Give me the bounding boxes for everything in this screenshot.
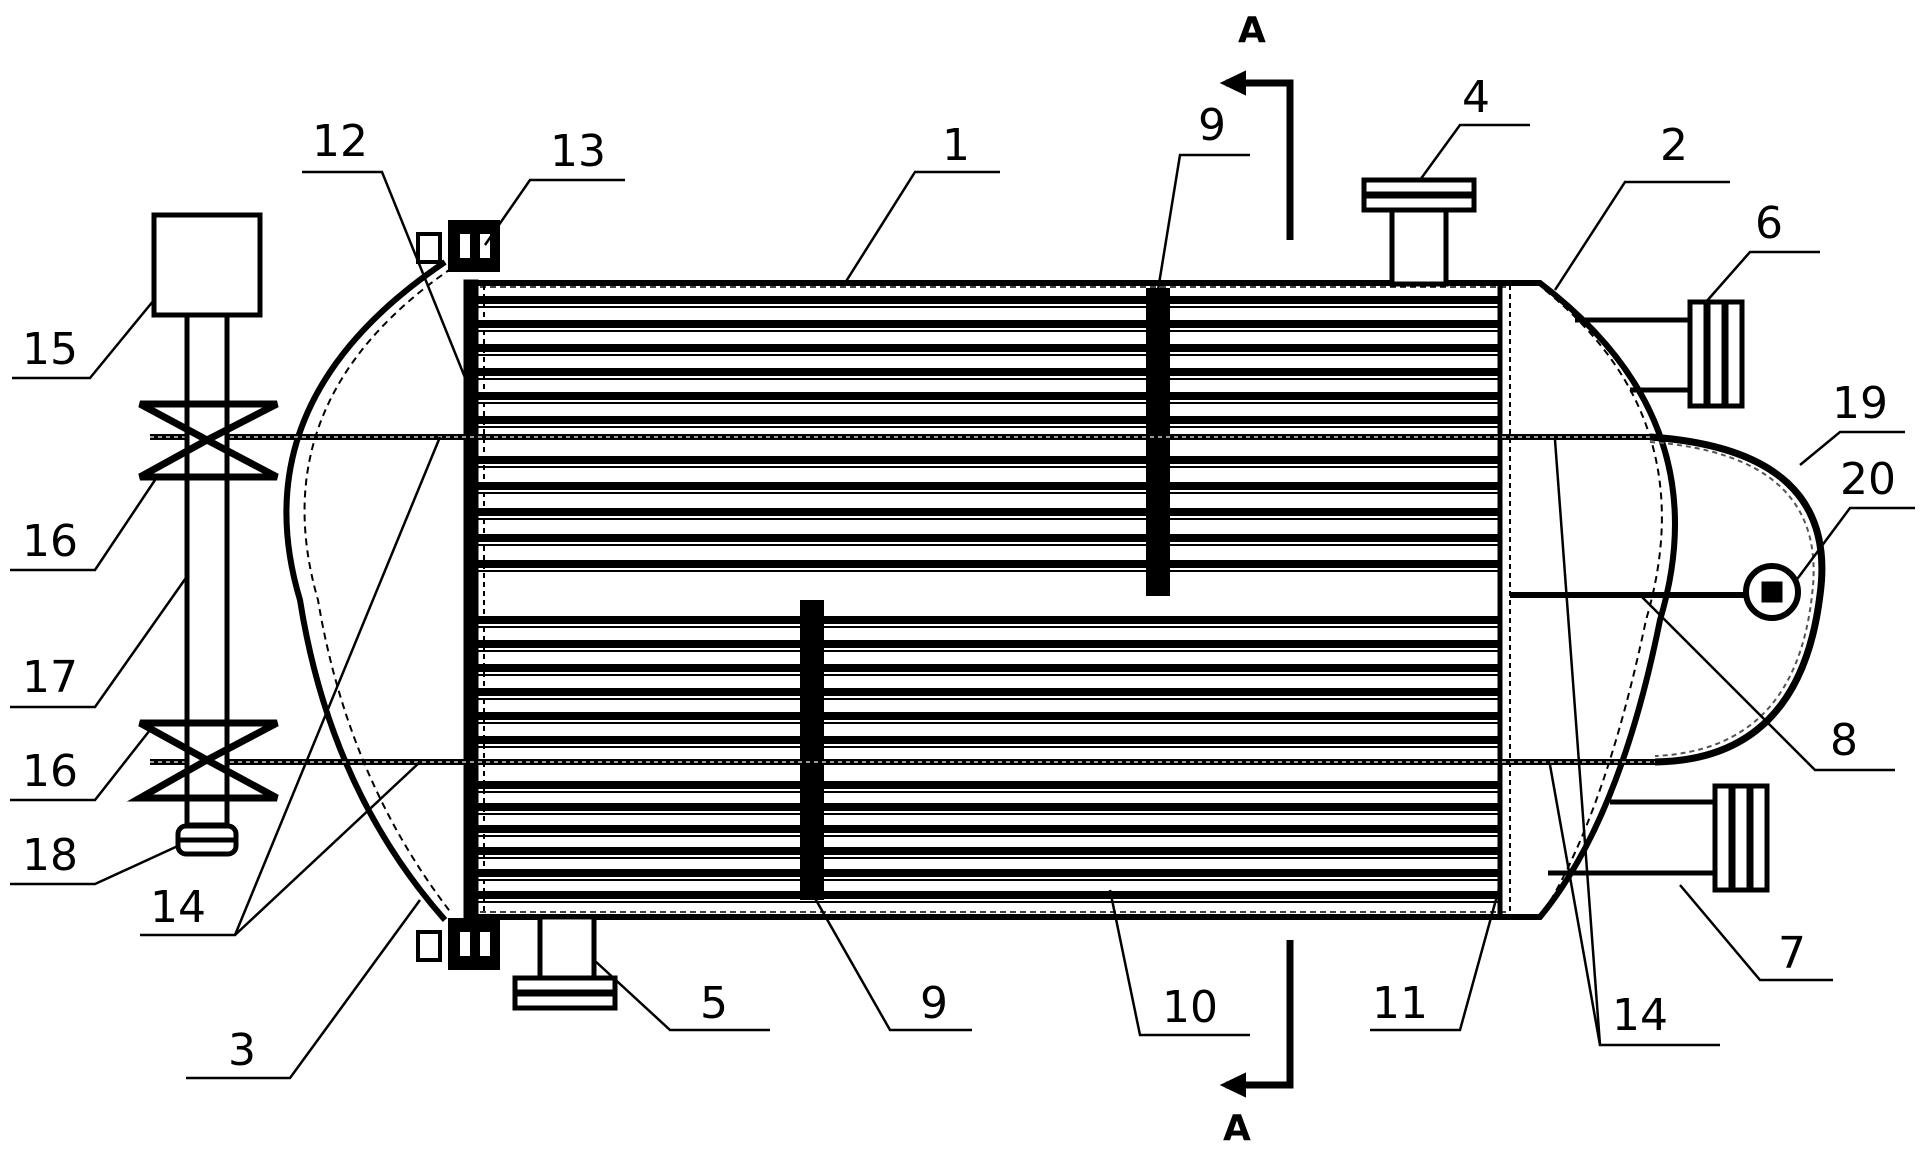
tube <box>478 560 1500 568</box>
label-1: 1 <box>942 120 970 171</box>
tube <box>478 736 1500 744</box>
tube <box>478 534 1500 542</box>
tube <box>478 688 1500 696</box>
tube <box>478 712 1500 720</box>
shaft-end <box>175 823 239 857</box>
label-18: 18 <box>22 830 78 881</box>
tube-bundle <box>478 296 1500 903</box>
label-7: 7 <box>1778 928 1806 979</box>
tube <box>478 664 1500 672</box>
label-5: 5 <box>700 978 728 1029</box>
tube <box>478 296 1500 304</box>
tube <box>478 368 1500 376</box>
u-bend <box>1649 433 1826 766</box>
rods <box>150 434 1785 765</box>
bearing-lower <box>126 719 279 802</box>
label-10: 10 <box>1162 982 1218 1033</box>
tube <box>478 344 1500 352</box>
label-2: 2 <box>1660 120 1688 171</box>
tube <box>478 392 1500 400</box>
label-11: 11 <box>1372 978 1428 1029</box>
label-9-top: 9 <box>1198 100 1226 151</box>
leader-lines <box>10 123 1915 1080</box>
tube <box>478 482 1500 490</box>
tube <box>478 847 1500 855</box>
lower-right-nozzle <box>1548 783 1770 893</box>
tube <box>478 869 1500 877</box>
tube <box>478 803 1500 811</box>
label-6: 6 <box>1755 198 1783 249</box>
tube <box>478 825 1500 833</box>
baffle-bottom <box>800 600 824 900</box>
top-nozzle <box>1361 177 1477 287</box>
shell-body <box>470 280 1510 920</box>
section-mark-bottom: A <box>1223 1108 1251 1149</box>
tube <box>478 891 1500 899</box>
label-14-left: 14 <box>150 882 206 933</box>
label-19: 19 <box>1832 378 1888 429</box>
tube <box>478 508 1500 516</box>
label-13: 13 <box>550 126 606 177</box>
label-12: 12 <box>312 116 368 167</box>
tube <box>478 320 1500 328</box>
motor <box>151 212 263 318</box>
label-16-lower: 16 <box>22 746 78 797</box>
pivot <box>1743 563 1801 621</box>
bottom-nozzle <box>512 914 618 1011</box>
tube <box>478 456 1500 464</box>
label-9-bottom: 9 <box>920 978 948 1029</box>
right-head <box>1510 280 1678 920</box>
right-tubesheet <box>1497 283 1511 917</box>
label-3: 3 <box>228 1025 256 1076</box>
upper-right-nozzle <box>1575 299 1745 409</box>
flange-bolt-bottom <box>416 918 500 970</box>
tube <box>478 640 1500 648</box>
label-14-right: 14 <box>1612 990 1668 1041</box>
baffle-top <box>1146 288 1170 596</box>
tube <box>478 416 1500 424</box>
section-line-bottom <box>1219 940 1294 1098</box>
left-head <box>283 259 453 922</box>
section-line-top <box>1219 70 1294 240</box>
label-4: 4 <box>1462 72 1490 123</box>
tube <box>478 781 1500 789</box>
label-20: 20 <box>1840 454 1896 505</box>
bearing-upper <box>138 400 279 481</box>
part-labels: 1 2 3 4 5 6 7 8 9 9 10 11 12 13 14 14 15… <box>22 72 1896 1076</box>
label-17: 17 <box>22 652 78 703</box>
label-16-upper: 16 <box>22 516 78 567</box>
label-15: 15 <box>22 324 78 375</box>
flange-bolt-top <box>416 220 500 272</box>
label-8: 8 <box>1830 715 1858 766</box>
tube <box>478 616 1500 624</box>
section-mark-top: A <box>1238 10 1266 51</box>
